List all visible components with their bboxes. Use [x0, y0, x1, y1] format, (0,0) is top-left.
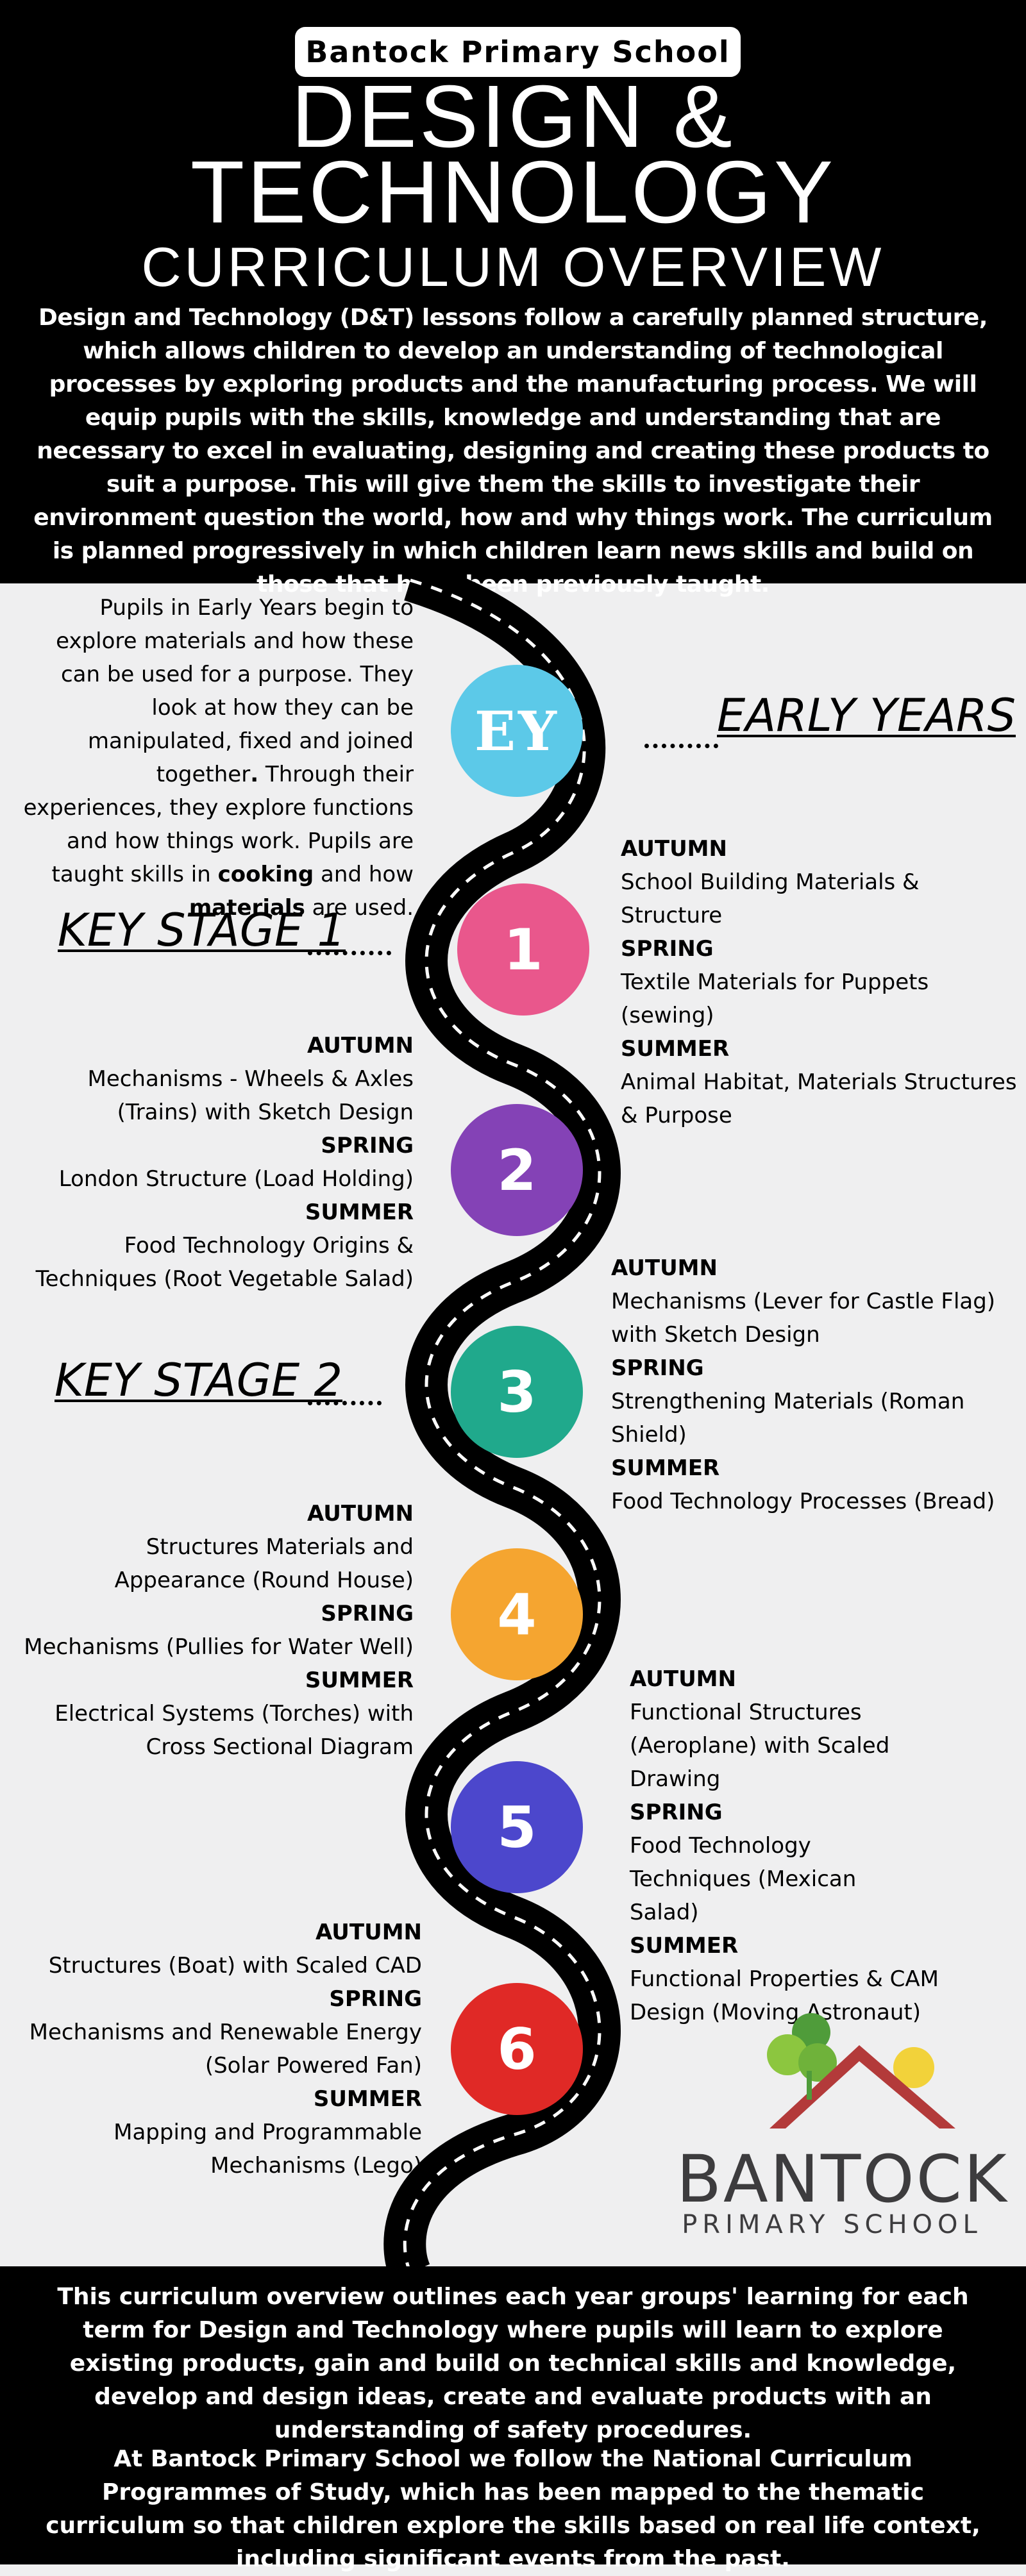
- early-years-dots: [644, 744, 718, 748]
- year-1-summer: Animal Habitat, Materials Structures & P…: [621, 1069, 1017, 1128]
- footer-paragraph-1: This curriculum overview outlines each y…: [57, 2284, 969, 2443]
- title-line-3: CURRICULUM OVERVIEW: [141, 237, 885, 298]
- year-6-autumn: Structures (Boat) with Scaled CAD: [48, 1953, 422, 1978]
- year-6-terms: AUTUMN Structures (Boat) with Scaled CAD…: [0, 1916, 422, 2182]
- logo-subtitle: PRIMARY SCHOOL: [682, 2210, 982, 2239]
- term-autumn: AUTUMN: [630, 1666, 736, 1692]
- circle-year-2: 2: [451, 1104, 583, 1236]
- year-3-spring: Strengthening Materials (Roman Shield): [611, 1389, 965, 1448]
- header-banner: Bantock Primary School DESIGN & TECHNOLO…: [0, 0, 1026, 598]
- term-summer: SUMMER: [305, 1200, 414, 1225]
- ey-text-dot: .: [250, 762, 259, 787]
- ey-text-part3: and how: [314, 862, 414, 887]
- ey-text-materials: materials: [189, 895, 305, 921]
- key-stage-2-dots: [308, 1401, 382, 1405]
- school-name-badge: Bantock Primary School: [295, 27, 741, 77]
- term-summer: SUMMER: [611, 1455, 720, 1481]
- term-spring: SPRING: [321, 1601, 414, 1627]
- year-1-terms: AUTUMN School Building Materials & Struc…: [621, 832, 1025, 1132]
- key-stage-2-label: KEY STAGE 2: [55, 1354, 343, 1407]
- year-2-spring: London Structure (Load Holding): [58, 1166, 414, 1192]
- term-autumn: AUTUMN: [611, 1255, 718, 1281]
- intro-paragraph: Design and Technology (D&T) lessons foll…: [33, 305, 993, 598]
- year-5-terms: AUTUMN Functional Structures (Aeroplane)…: [630, 1662, 1025, 2029]
- footer-paragraph-2: At Bantock Primary School we follow the …: [46, 2446, 980, 2572]
- circle-early-years: EY: [451, 665, 583, 797]
- logo-trunk: [807, 2071, 812, 2100]
- ey-text-part2: Through their experiences, they explore …: [23, 762, 414, 887]
- circle-year-6: 6: [451, 1983, 583, 2115]
- term-spring: SPRING: [321, 1133, 414, 1158]
- term-spring: SPRING: [621, 936, 714, 962]
- title-line-1: DESIGN &: [291, 67, 735, 166]
- year-6-summer: Mapping and Programmable Mechanisms (Leg…: [114, 2120, 422, 2179]
- key-stage-1-dots: [308, 951, 391, 955]
- year-5-autumn: Functional Structures (Aeroplane) with S…: [630, 1700, 890, 1792]
- ey-text-part4: are used.: [305, 895, 414, 921]
- term-autumn: AUTUMN: [621, 836, 727, 862]
- year-6-spring: Mechanisms and Renewable Energy (Solar P…: [29, 2020, 422, 2078]
- school-logo-graphic: [767, 2013, 955, 2129]
- year-5-summer: Functional Properties & CAM Design (Movi…: [630, 1966, 939, 2025]
- circle-year-5: 5: [451, 1761, 583, 1893]
- year-3-summer: Food Technology Processes (Bread): [611, 1489, 995, 1514]
- early-years-description: Pupils in Early Years begin to explore m…: [13, 591, 414, 924]
- year-4-terms: AUTUMN Structures Materials and Appearan…: [0, 1497, 414, 1764]
- title-line-2: TECHNOLOGY: [190, 143, 836, 242]
- term-spring: SPRING: [329, 1986, 422, 2012]
- term-autumn: AUTUMN: [315, 1919, 422, 1945]
- circle-year-3: 3: [451, 1326, 583, 1458]
- footer-banner: This curriculum overview outlines each y…: [0, 2266, 1026, 2572]
- term-summer: SUMMER: [621, 1036, 730, 1062]
- term-autumn: AUTUMN: [307, 1033, 414, 1058]
- year-3-autumn: Mechanisms (Lever for Castle Flag) with …: [611, 1289, 996, 1348]
- term-summer: SUMMER: [313, 2086, 422, 2112]
- key-stage-1-label: KEY STAGE 1: [58, 904, 346, 957]
- year-4-spring: Mechanisms (Pullies for Water Well): [24, 1634, 414, 1660]
- ey-text-part1: Pupils in Early Years begin to explore m…: [56, 595, 414, 787]
- year-4-autumn: Structures Materials and Appearance (Rou…: [114, 1534, 414, 1593]
- year-1-autumn: School Building Materials & Structure: [621, 869, 920, 928]
- year-3-terms: AUTUMN Mechanisms (Lever for Castle Flag…: [611, 1251, 1025, 1518]
- logo-tree-yellow: [893, 2047, 934, 2088]
- year-5-spring: Food Technology Techniques (Mexican Sala…: [630, 1833, 857, 1925]
- year-2-summer: Food Technology Origins & Techniques (Ro…: [35, 1233, 414, 1292]
- circle-year-4: 4: [451, 1548, 583, 1680]
- term-spring: SPRING: [630, 1800, 723, 1825]
- road-centre-line: [403, 578, 601, 2274]
- early-years-label: EARLY YEARS: [717, 689, 1016, 742]
- term-autumn: AUTUMN: [307, 1501, 414, 1526]
- logo-tree-light: [767, 2034, 808, 2075]
- year-4-summer: Electrical Systems (Torches) with Cross …: [55, 1701, 414, 1760]
- circle-year-1: 1: [457, 883, 589, 1016]
- logo-name: BANTOCK: [677, 2141, 1009, 2218]
- term-summer: SUMMER: [305, 1668, 414, 1693]
- year-1-spring: Textile Materials for Puppets (sewing): [621, 969, 929, 1028]
- term-summer: SUMMER: [630, 1933, 739, 1959]
- year-2-autumn: Mechanisms - Wheels & Axles (Trains) wit…: [87, 1066, 414, 1125]
- year-2-terms: AUTUMN Mechanisms - Wheels & Axles (Trai…: [0, 1029, 414, 1296]
- term-spring: SPRING: [611, 1355, 704, 1381]
- ey-text-cooking: cooking: [217, 862, 314, 887]
- logo-roof: [770, 2045, 955, 2129]
